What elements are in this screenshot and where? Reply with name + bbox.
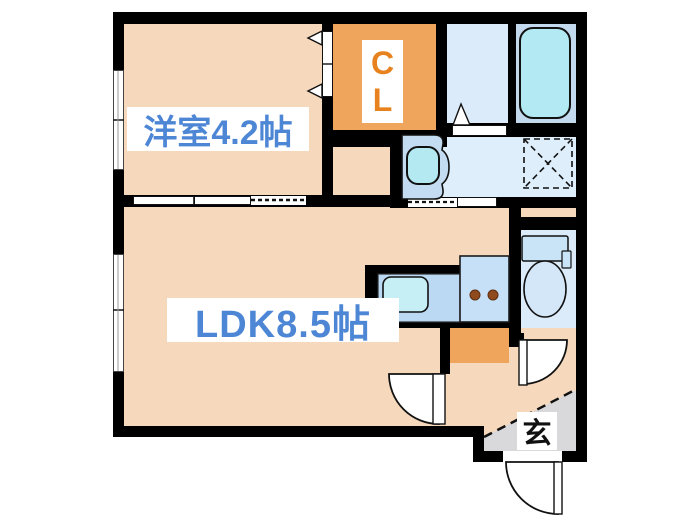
dressing-room-floor: [447, 24, 508, 126]
entrance-opening: [503, 451, 562, 462]
toilet-bowl: [523, 260, 567, 318]
dressing-door-triangle: [451, 102, 472, 126]
wall-right: [576, 12, 587, 462]
dressing-room-door: [452, 125, 507, 136]
toilet-handle: [561, 250, 572, 269]
ldk-door-leaf: [432, 373, 446, 425]
stove-burner-left: [469, 289, 481, 301]
entrance-label-text: 玄: [522, 418, 552, 450]
wall-toilet-left: [509, 208, 521, 347]
wall-washroom-left: [390, 130, 402, 208]
wall-western-closet: [322, 24, 333, 206]
wall-toilet-top: [521, 217, 576, 230]
hall-strip-floor: [521, 208, 576, 217]
hall-step-floor: [450, 328, 509, 363]
wall-kitchen-top: [365, 265, 462, 274]
stove-burner-right: [487, 289, 499, 301]
room-label-entrance: 玄: [517, 412, 557, 450]
wall-top: [113, 12, 587, 24]
wall-entry-step: [473, 426, 484, 462]
wall-bottom-main: [113, 426, 484, 437]
bathtub: [519, 27, 571, 119]
toilet-door-leaf: [518, 339, 528, 386]
closet-letter-l: L: [372, 81, 393, 118]
room-label-western: 洋室4.2帖: [127, 107, 309, 152]
washing-machine-space: [523, 138, 573, 189]
closet-door-triangle-bottom: [306, 82, 323, 100]
washbasin-bowl: [406, 146, 440, 185]
wall-left: [113, 12, 124, 437]
entrance-door-leaf: [553, 461, 563, 515]
closet-door-triangle-top: [306, 29, 323, 47]
western-sliding-door-track: [251, 196, 306, 205]
ldk-door-arc: [388, 373, 440, 425]
room-label-western-text: 洋室4.2帖: [143, 113, 293, 152]
wall-closet-right: [436, 12, 447, 130]
washroom-sliding-door-panel: [457, 197, 497, 207]
wall-bath-divider: [508, 24, 516, 123]
wall-door-stub: [440, 322, 450, 374]
toilet-tank: [521, 235, 569, 262]
entrance-door-arc: [505, 461, 559, 515]
room-label-ldk-text: LDK8.5帖: [195, 303, 371, 346]
room-label-closet: C L: [362, 40, 403, 123]
toilet-door-arc: [522, 339, 568, 385]
kitchen-stove-unit: [459, 255, 510, 323]
closet-letter-c: C: [370, 44, 395, 81]
pipe-space-floor: [333, 147, 390, 195]
room-label-ldk: LDK8.5帖: [167, 298, 399, 346]
